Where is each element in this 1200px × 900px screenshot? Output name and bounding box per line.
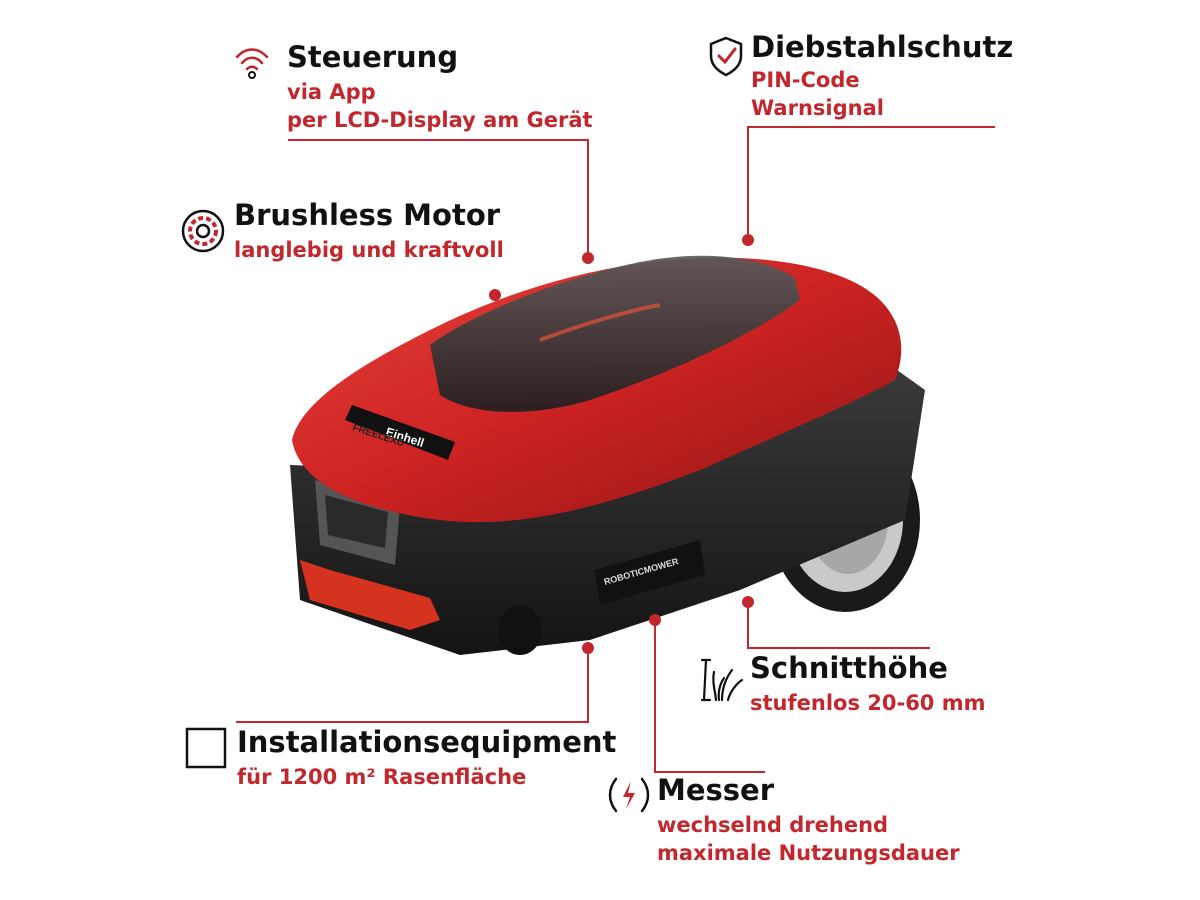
motor-icon [180, 208, 226, 258]
shield-check-icon [706, 34, 746, 82]
feature-detail: für 1200 m² Rasenfläche [237, 765, 527, 789]
feature-title: Steuerung [287, 40, 459, 74]
marker-install [582, 642, 594, 654]
feature-messer: Messer wechselnd drehend maximale Nutzun… [657, 773, 960, 867]
feature-schnitthoehe: Schnitthöhe stufenlos 20-60 mm [750, 651, 986, 717]
marker-steuerung [582, 252, 594, 264]
feature-diebstahlschutz: Diebstahlschutz PIN-Code Warnsignal [751, 30, 1013, 122]
marker-schnitt [742, 596, 754, 608]
feature-steuerung: Steuerung via App per LCD-Display am Ger… [287, 40, 593, 134]
brand-plate [345, 405, 455, 460]
blade-icon [606, 775, 652, 819]
feature-detail: wechselnd drehend [657, 813, 889, 837]
feature-title: Messer [657, 773, 775, 807]
feature-title: Installationsequipment [237, 725, 617, 759]
feature-brushless-motor: Brushless Motor langlebig und kraftvoll [234, 198, 504, 264]
marker-messer [649, 614, 661, 626]
feature-detail: langlebig und kraftvoll [234, 238, 504, 262]
feature-title: Schnitthöhe [750, 651, 948, 685]
front-wheel [498, 605, 542, 655]
feature-title: Diebstahlschutz [751, 30, 1014, 64]
feature-detail: maximale Nutzungsdauer [657, 841, 960, 865]
front-bumper [300, 560, 440, 630]
marker-motor [489, 289, 501, 301]
grass-icon [700, 652, 744, 706]
box-icon [185, 727, 229, 775]
marker-diebstahl [742, 234, 754, 246]
feature-detail: stufenlos 20-60 mm [750, 691, 986, 715]
feature-detail: per LCD-Display am Gerät [287, 108, 593, 132]
feature-detail: Warnsignal [751, 96, 884, 120]
feature-title: Brushless Motor [234, 198, 501, 232]
side-label-plate [595, 540, 705, 605]
feature-installationsequipment: Installationsequipment für 1200 m² Rasen… [237, 725, 616, 791]
feature-detail: PIN-Code [751, 68, 860, 92]
top-lid [430, 255, 800, 412]
feature-detail: via App [287, 80, 376, 104]
wifi-icon [232, 42, 272, 86]
